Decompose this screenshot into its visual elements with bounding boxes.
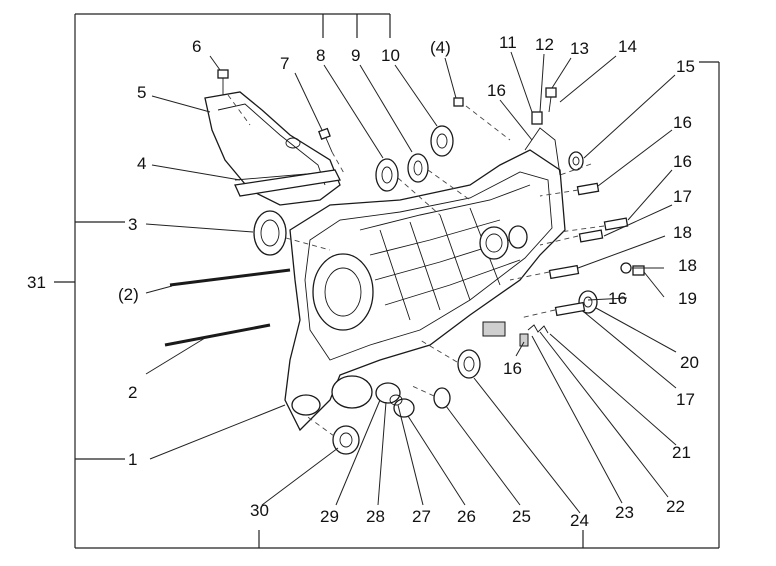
callout-6: 6 (192, 37, 201, 56)
callout-31: 31 (27, 273, 46, 292)
callout-19: 19 (678, 289, 697, 308)
parts-illustration (164, 69, 645, 455)
callout-16-right-1: 16 (673, 113, 692, 132)
callout-3: 3 (128, 215, 137, 234)
callout-8: 8 (316, 46, 325, 65)
callout-16-low: 16 (503, 359, 522, 378)
callout-16-mid: 16 (608, 289, 627, 308)
callout-26: 26 (457, 507, 476, 526)
callout-11: 11 (499, 33, 517, 52)
bearing-8 (375, 158, 399, 192)
stud-2 (164, 323, 271, 347)
callout-labels: 1 2 (2) 3 4 (4) 5 6 7 8 9 10 11 12 13 14… (27, 33, 699, 530)
callout-13: 13 (570, 39, 589, 58)
callout-16-top: 16 (487, 81, 506, 100)
callout-12: 12 (535, 35, 554, 54)
bushing-12 (531, 111, 543, 125)
oil-seal-3 (253, 210, 287, 256)
mounting-bracket (204, 91, 341, 206)
bearing-15 (568, 151, 584, 171)
callout-29: 29 (320, 507, 339, 526)
stud-2p (169, 268, 291, 287)
assembly-dashed-lines (227, 94, 605, 437)
plug-26-27-28-29 (375, 382, 415, 418)
bolt-17-lower (554, 301, 586, 317)
bolt-7 (318, 127, 333, 153)
callout-18-mid: 18 (678, 256, 697, 275)
callout-5: 5 (137, 83, 146, 102)
callout-23: 23 (615, 503, 634, 522)
bearing-30 (332, 425, 360, 455)
callout-28: 28 (366, 507, 385, 526)
bearing-9 (407, 153, 429, 183)
crankcase-half (284, 127, 566, 432)
callout-1: 1 (128, 450, 137, 469)
callout-27: 27 (412, 507, 431, 526)
callout-24: 24 (570, 511, 589, 530)
washer-18 (620, 262, 632, 274)
callout-18-top: 18 (673, 223, 692, 242)
callout-2: 2 (128, 383, 137, 402)
bearing-10 (430, 125, 454, 157)
callout-14: 14 (618, 37, 637, 56)
bolt-19 (632, 265, 645, 276)
callout-9: 9 (351, 46, 360, 65)
bolts-16-right (548, 182, 629, 280)
spring-21-22-23 (519, 324, 549, 347)
callout-7: 7 (280, 54, 289, 73)
callout-10: 10 (381, 46, 400, 65)
callout-16-right-2: 16 (673, 152, 692, 171)
callout-21: 21 (672, 443, 691, 462)
callout-4-paren: (4) (430, 38, 451, 57)
bolt-6 (217, 69, 229, 95)
callout-17-low: 17 (676, 390, 695, 409)
callout-25: 25 (512, 507, 531, 526)
seal-24 (457, 349, 481, 379)
callout-15: 15 (676, 57, 695, 76)
bushing-25 (433, 387, 451, 409)
assembly-bracket-frame (54, 13, 720, 549)
callout-4: 4 (137, 154, 146, 173)
callout-2-paren: (2) (118, 285, 139, 304)
callout-22: 22 (666, 497, 685, 516)
bolt-13 (545, 87, 557, 113)
callout-17-top: 17 (673, 187, 692, 206)
dowel-4p (453, 97, 464, 107)
callout-20: 20 (680, 353, 699, 372)
leader-lines (145, 51, 677, 514)
callout-30: 30 (250, 501, 269, 520)
